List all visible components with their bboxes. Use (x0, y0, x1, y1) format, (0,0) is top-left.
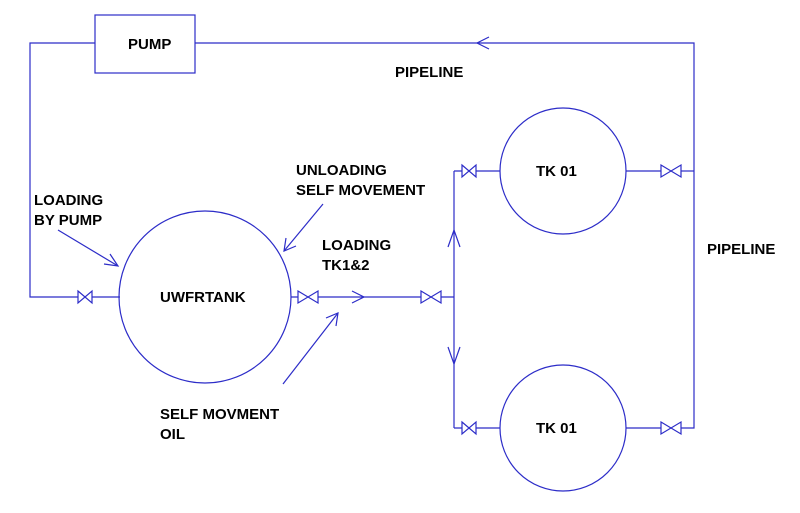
loading-tk-label-line1: LOADING (322, 237, 392, 254)
valve-uwfr-inlet (77, 289, 93, 305)
loading-tk-label-line2: TK1&2 (322, 257, 370, 274)
pump-box (94, 14, 196, 74)
unloading-label-line2: SELF MOVEMENT (296, 182, 426, 199)
valve-tk-top-outlet (660, 163, 682, 179)
leader-self-movment-head (325, 312, 339, 327)
flow-arrow-outlet-pipe (351, 290, 366, 304)
valve-tk-bottom-outlet (660, 420, 682, 436)
tk-bottom-tank (499, 364, 627, 492)
flow-arrow-manifold-down (447, 346, 461, 366)
leader-unloading (283, 203, 324, 252)
valve-tk-bottom-inlet (461, 420, 477, 436)
valve-manifold (420, 289, 442, 305)
leader-loading-by-pump-head (103, 253, 120, 267)
self-movment-label-line1: SELF MOVMENT (160, 406, 280, 423)
tk-top-tank (499, 107, 627, 235)
pipeline-top-label: PIPELINE (395, 64, 464, 81)
leader-unloading-head (283, 237, 297, 252)
pump-return-pipeline (195, 42, 695, 429)
flow-arrow-manifold-up (447, 228, 461, 248)
tank-manifold (453, 170, 500, 429)
loading-by-pump-label-line1: LOADING (34, 192, 104, 209)
valve-uwfr-outlet (297, 289, 319, 305)
tk-bottom-label: TK 01 (536, 420, 577, 437)
leader-loading-by-pump (57, 229, 119, 267)
self-movment-label-line2: OIL (160, 426, 185, 443)
loading-by-pump-label-line2: BY PUMP (34, 212, 103, 229)
uwfr-tank (118, 210, 292, 384)
pipeline-right-label: PIPELINE (707, 241, 776, 258)
valve-tk-top-inlet (461, 163, 477, 179)
uwfr-tank-label: UWFRTANK (160, 289, 246, 306)
pump-discharge-pipeline (29, 42, 95, 298)
tk-top-label: TK 01 (536, 163, 577, 180)
unloading-label-line1: UNLOADING (296, 162, 387, 179)
flow-arrow-top-pipeline (475, 36, 490, 50)
pump-label: PUMP (128, 36, 172, 53)
leader-self-movment (282, 312, 339, 385)
